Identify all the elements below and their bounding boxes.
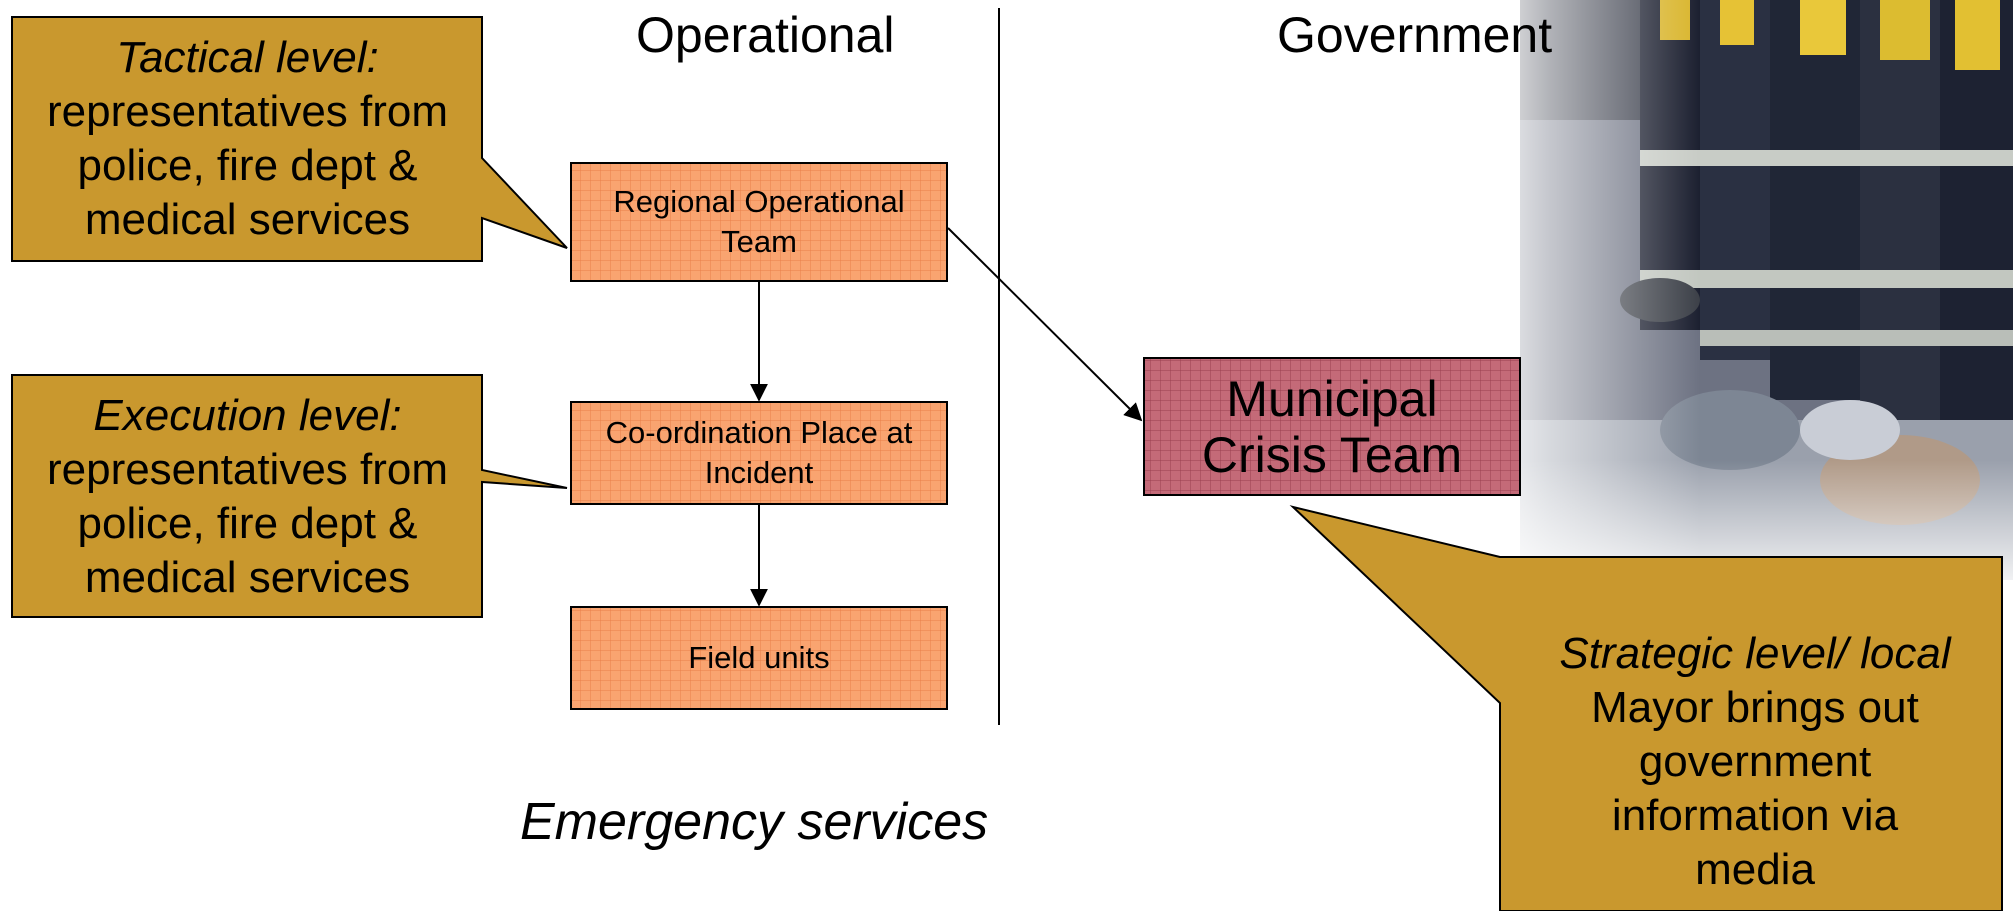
strategic-description: Mayor brings out government information … [1591, 683, 1919, 894]
execution-callout: Execution level: representatives from po… [20, 389, 475, 605]
coordination-label: Co-ordination Place at Incident [605, 415, 913, 490]
strategic-callout: Strategic level/ local Mayor brings out … [1530, 627, 1980, 897]
tactical-callout: Tactical level: representatives from pol… [20, 31, 475, 247]
regional-team-label: Regional Operational Team [613, 184, 905, 259]
tactical-level-label: Tactical level: [116, 33, 379, 82]
field-units-label: Field units [688, 640, 830, 675]
execution-level-label: Execution level: [93, 391, 402, 440]
arrow-regional-to-municipal [947, 227, 1143, 422]
government-heading: Government [1277, 7, 1553, 63]
municipal-team-box [1143, 357, 1521, 496]
strategic-callout-shape [1289, 505, 2003, 911]
coordination-box [570, 401, 948, 505]
operational-heading: Operational [636, 7, 895, 63]
field-units-box [570, 606, 948, 710]
strategic-level-label: Strategic level/ local [1559, 629, 1951, 678]
tactical-callout-shape [11, 16, 568, 262]
municipal-team-label: Municipal Crisis Team [1201, 370, 1463, 483]
execution-description: representatives from police, fire dept &… [46, 445, 449, 602]
regional-team-box [570, 162, 948, 282]
tactical-description: representatives from police, fire dept &… [46, 87, 449, 244]
execution-callout-shape [11, 374, 568, 618]
emergency-services-label: Emergency services [520, 793, 989, 851]
firefighter-photo [1470, 0, 2013, 911]
